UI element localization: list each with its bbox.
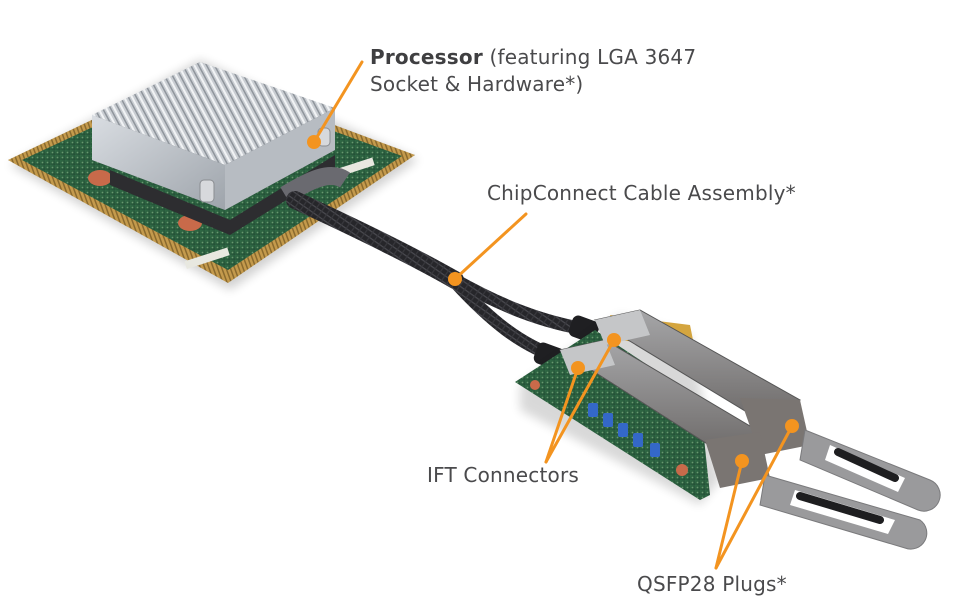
qsfp-callout-dot-2 (735, 454, 749, 468)
qsfp-callout-line-2 (714, 459, 744, 570)
chipconnect-callout-line (453, 212, 528, 281)
chipconnect-label: ChipConnect Cable Assembly* (487, 181, 796, 205)
chipconnect-callout-dot (448, 272, 462, 286)
processor-callout-line (312, 60, 364, 144)
ift-callout-dot-2 (571, 361, 585, 375)
processor-callout-dot (307, 135, 321, 149)
heatsink (92, 62, 335, 235)
qsfp28-plugs-label: QSFP28 Plugs* (637, 572, 787, 596)
processor-label-title: Processor (370, 45, 483, 69)
qsfp-pull-tabs (759, 429, 941, 550)
processor-label: Processor (featuring LGA 3647 Socket & H… (370, 44, 696, 98)
ift-callout-dot-1 (607, 333, 621, 347)
ift-connectors-label: IFT Connectors (427, 463, 579, 487)
qsfp-callout-dot-1 (785, 419, 799, 433)
processor-label-detail-2: Socket & Hardware*) (370, 72, 584, 96)
jumper-blocks (588, 403, 660, 457)
qsfp-cages (558, 309, 810, 488)
chipconnect-cable (280, 167, 600, 370)
ift-callout-line-1 (544, 338, 616, 464)
callout-dots (307, 135, 799, 468)
processor-label-detail-1: (featuring LGA 3647 (482, 45, 697, 69)
callout-lines (312, 60, 794, 570)
qsfp-callout-line-1 (714, 424, 794, 570)
ift-callout-line-2 (544, 366, 580, 464)
